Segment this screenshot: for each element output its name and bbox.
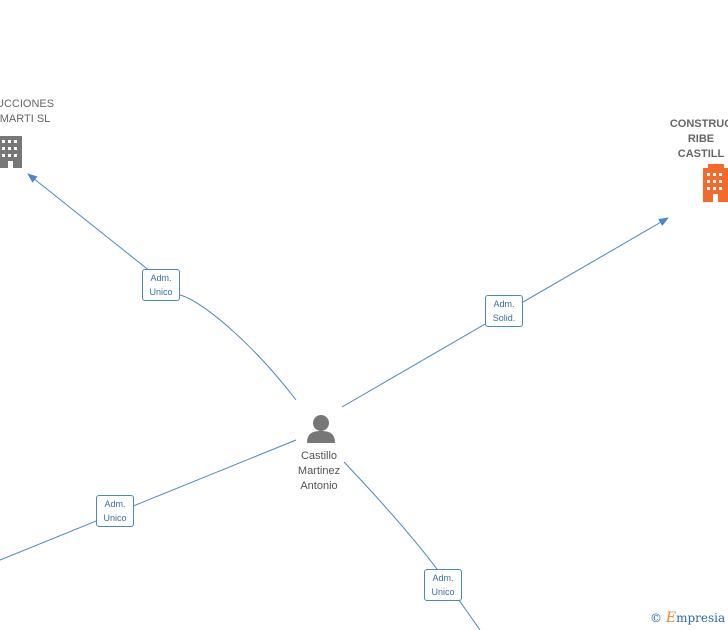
copyright-symbol: ©	[650, 611, 662, 625]
brand-logo: © Empresia	[650, 610, 725, 626]
edge-label[interactable]: Adm. Unico	[96, 495, 134, 527]
brand-text: mpresia	[676, 611, 726, 625]
edge-to-company-left	[27, 173, 297, 401]
person-name[interactable]: Castillo Martinez Antonio	[297, 450, 341, 492]
building-icon[interactable]	[0, 136, 22, 168]
building-icon[interactable]	[703, 164, 728, 202]
edge-label[interactable]: Adm. Unico	[142, 269, 180, 301]
company-label-left[interactable]: UCCIONES MARTI SL	[0, 98, 55, 125]
edge-label[interactable]: Adm. Unico	[424, 569, 462, 601]
person-icon[interactable]	[307, 415, 335, 443]
brand-initial: E	[665, 610, 677, 626]
edge-to-bottom-right	[343, 461, 481, 630]
edge-label[interactable]: Adm. Solid.	[485, 295, 523, 327]
company-label-right[interactable]: CONSTRUC RIBE CASTILL	[669, 118, 728, 160]
edge-to-bottom-left	[0, 439, 297, 561]
